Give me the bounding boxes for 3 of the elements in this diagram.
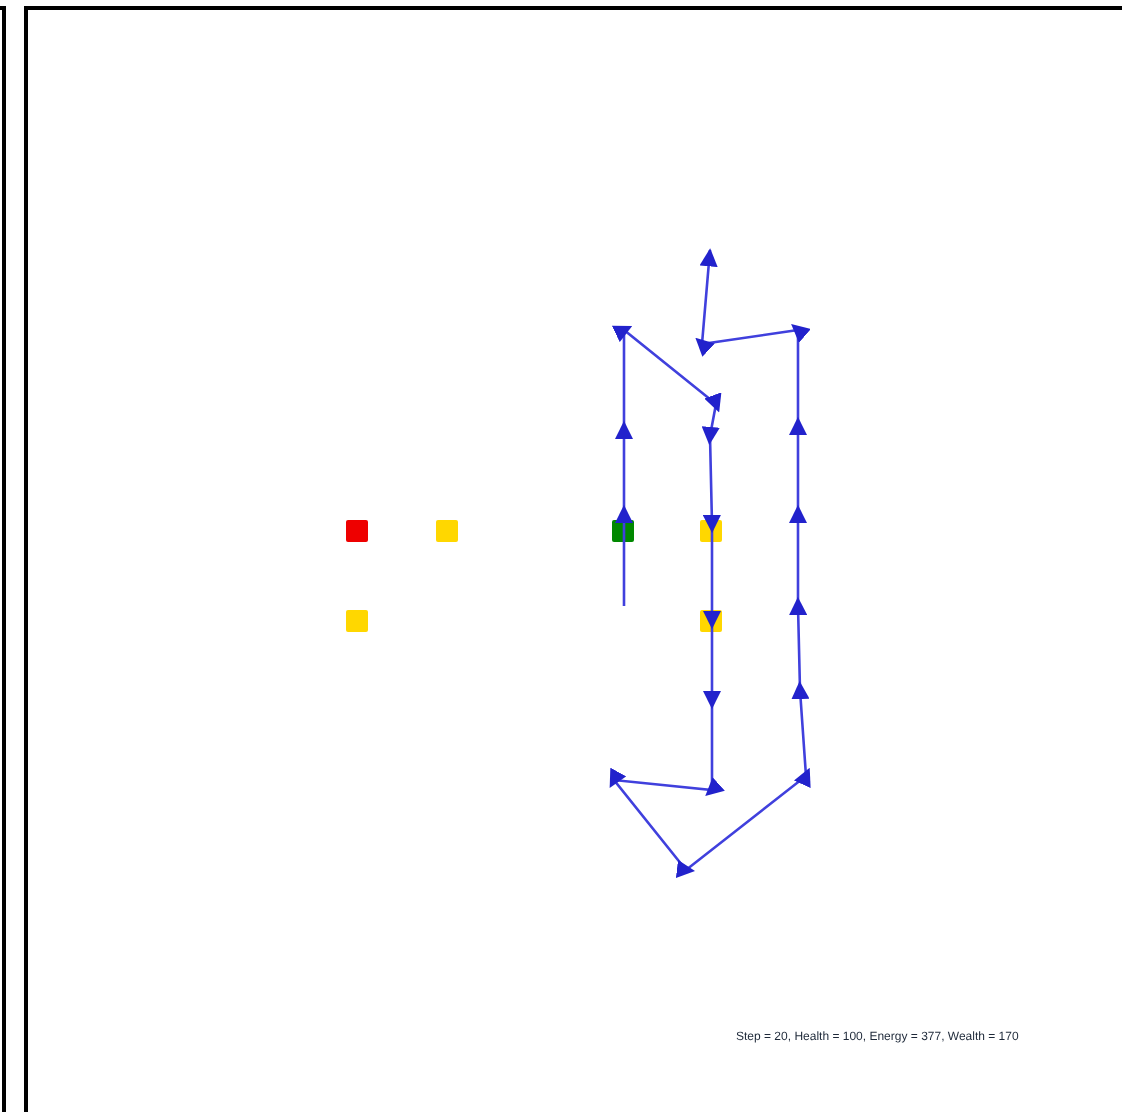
- grid-cell-marker: [435, 519, 457, 541]
- grid-cell-marker: [345, 609, 367, 631]
- grid-cell-marker: [345, 519, 367, 541]
